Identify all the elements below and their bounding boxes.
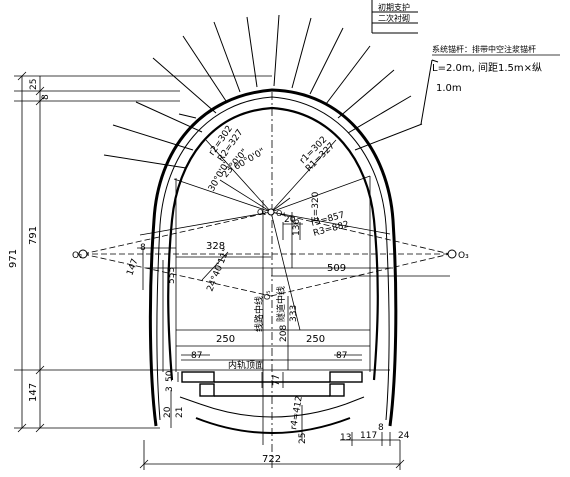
label-o2: O₂ (257, 208, 267, 217)
dim-328: 328 (206, 241, 225, 252)
invert-arc-inner (199, 403, 347, 418)
inner-dimension-lines (142, 212, 303, 440)
dim-509: 509 (327, 263, 346, 274)
dim-87-right: 87 (336, 351, 347, 361)
dim-left-step-a: 20 (163, 406, 173, 418)
invert-arc (195, 417, 351, 434)
legend-primary-support: 初期支护 (378, 2, 410, 12)
radius-e: E=320 (311, 191, 321, 222)
dim-250-right: 250 (306, 334, 325, 345)
dim-20: 20 (284, 215, 296, 225)
label-tunnel-center: 隧道中线 (275, 286, 287, 322)
dim-333: 333 (289, 305, 299, 322)
bolt-leader-hook (431, 59, 439, 63)
dim-left-top-a: 25 (29, 79, 39, 90)
dim-bottom-right-c: 8 (378, 423, 384, 433)
center-o2 (267, 208, 275, 216)
dim-250-left: 250 (216, 334, 235, 345)
center-markers (78, 208, 457, 259)
dim-bottom-width: 722 (262, 454, 281, 465)
legend: 初期支护 二次衬砌 系统锚杆：排带中空注浆锚杆 L=2.0m, 间距1.5m×纵… (371, 0, 560, 94)
dim-147: 147 (125, 257, 140, 277)
label-o3: O₃ (458, 251, 469, 261)
legend-secondary-lining: 二次衬砌 (378, 13, 410, 23)
dim-left-top-b: 8 (41, 94, 51, 100)
construction-lines (82, 139, 451, 372)
dim-555: 555 (167, 267, 177, 284)
radius-r4: r4=412 (289, 395, 305, 430)
primary-support-outline (148, 88, 398, 427)
dim-77: 77 (272, 375, 282, 386)
dim-bottom-right-b: 24 (398, 431, 410, 441)
legend-bolt-spec-2: 1.0m (436, 83, 462, 94)
label-route-center: 线路中线 (253, 296, 265, 332)
secondary-lining-outline (167, 106, 379, 381)
dim-bottom-mid: 25 (298, 433, 308, 444)
dim-left-bottom: 147 (28, 383, 39, 402)
label-track-top: 内轨顶面 (228, 359, 264, 371)
legend-bolt-title: 系统锚杆：排带中空注浆锚杆 (432, 44, 536, 54)
label-o5: O₅ (263, 290, 272, 300)
label-o4: O₄ (276, 209, 286, 218)
dim-87-left: 87 (191, 351, 202, 361)
dim-left-step-b: 21 (175, 407, 185, 418)
dim-208: 208 (279, 325, 289, 342)
center-o3 (447, 249, 457, 259)
bottom-dimension-chain (139, 256, 450, 470)
invert-base-right (345, 396, 365, 405)
dim-3: 3 (165, 386, 175, 392)
bolt-leader (420, 59, 433, 125)
dim-50: 50 (165, 370, 175, 382)
left-dimension-chain (14, 71, 272, 433)
dim-136: 136 (292, 219, 302, 236)
invert-base-left (179, 396, 201, 405)
dim-bottom-right-d: 13 (340, 433, 351, 443)
legend-bolt-spec-1: L=2.0m, 间距1.5m×纵 (432, 61, 542, 74)
dim-left-total: 971 (8, 249, 19, 268)
dim-8: 8 (140, 243, 146, 253)
center-o1 (78, 249, 88, 259)
dim-bottom-right-a: 117 (360, 431, 377, 441)
label-o1: O₁ (72, 251, 83, 261)
dim-left-mid: 791 (28, 226, 39, 245)
